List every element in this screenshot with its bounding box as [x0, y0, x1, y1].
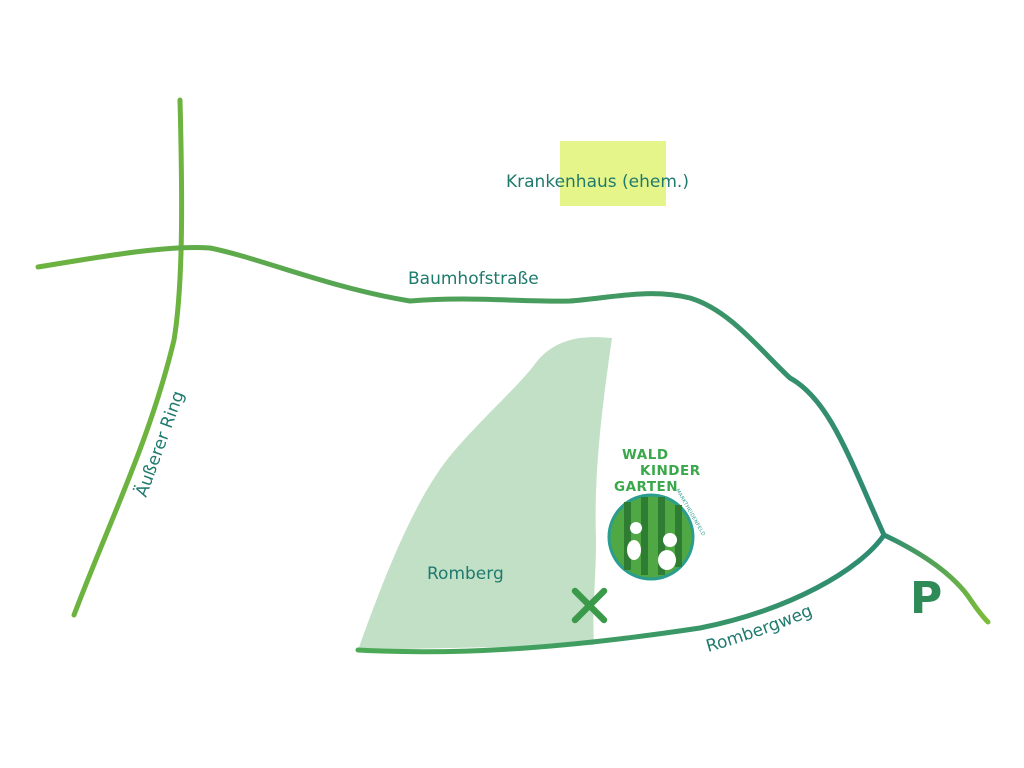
road-to-parking — [881, 532, 991, 625]
logo-trees — [624, 497, 682, 575]
road-aeusserer-ring — [71, 97, 185, 618]
label-rombergweg: Rombergweg — [704, 601, 816, 657]
road-baumhofstrasse — [35, 244, 887, 538]
label-romberg: Romberg — [427, 564, 504, 584]
parking-label: P — [910, 573, 942, 624]
logo-line-garten: GARTEN — [614, 479, 678, 495]
logo-child-left — [627, 522, 642, 560]
romberg-forest-area — [358, 337, 612, 650]
waldkindergarten-logo-icon: WALD KINDER GARTEN MARKTHEIDENFELD — [607, 447, 706, 581]
logo-line-wald: WALD — [622, 447, 669, 463]
hospital-building — [560, 141, 666, 206]
cross-marker-icon — [571, 587, 608, 624]
logo-line-kinder: KINDER — [640, 463, 701, 479]
logo-child-right — [658, 533, 677, 570]
label-baumhofstrasse: Baumhofstraße — [408, 269, 539, 289]
label-rombergweg-text: Rombergweg — [704, 601, 816, 657]
road-rombergweg — [355, 532, 887, 655]
label-hospital: Krankenhaus (ehem.) — [506, 172, 689, 192]
